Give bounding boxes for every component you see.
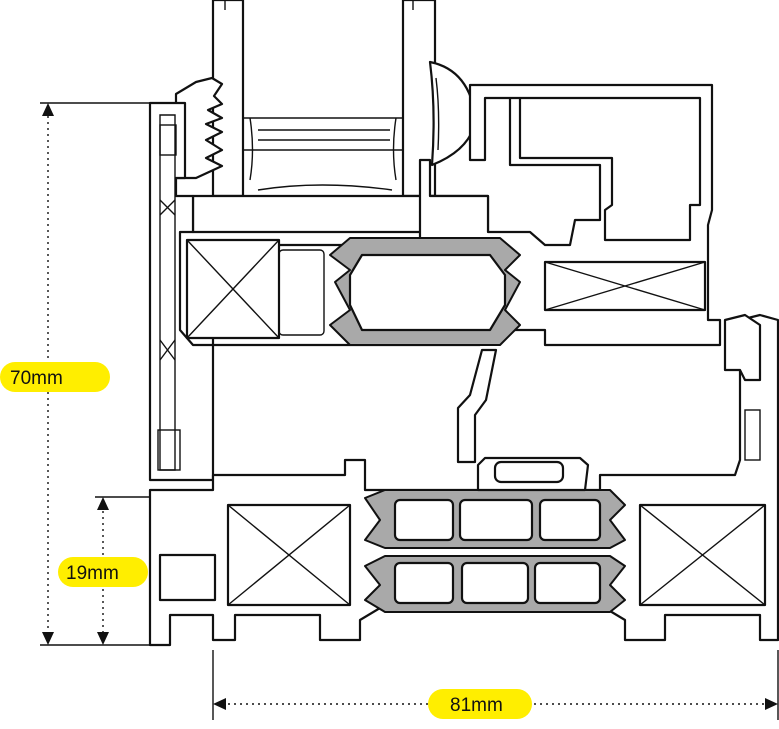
sash-chambers <box>185 238 707 340</box>
glazing-seal <box>174 60 478 180</box>
label-total-height: 70mm <box>10 368 63 389</box>
badge-bg <box>428 689 532 719</box>
sash-thermal-break <box>329 237 521 346</box>
badge-frame-height: 19mm <box>58 557 148 587</box>
frame-thermal-break <box>364 456 626 613</box>
badge-bg <box>0 362 110 392</box>
badge-total-height: 70mm <box>0 362 110 392</box>
badge-total-width: 81mm <box>428 689 532 719</box>
connector-leg <box>456 348 498 464</box>
glass-pane <box>211 0 437 198</box>
dimension-width-total <box>212 650 779 720</box>
badge-bg <box>58 557 148 587</box>
label-frame-height: 19mm <box>66 563 119 584</box>
label-total-width: 81mm <box>450 695 503 716</box>
